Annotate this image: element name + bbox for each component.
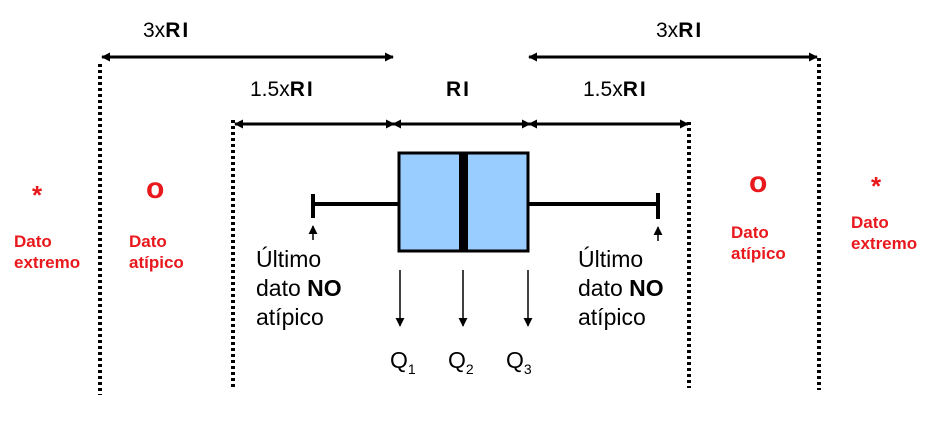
atypical-marker-left: o [146, 172, 165, 205]
label-q3: Q3 [506, 347, 532, 377]
label-3xri-right: 3xRI [656, 19, 704, 42]
label-extreme-right: Dato extremo [851, 212, 917, 254]
label-atypical-right: Dato atípico [731, 222, 786, 264]
label-last-left-line2: dato NO [256, 275, 342, 301]
label-3xri-left: 3xRI [143, 19, 191, 42]
label-last-right-line2: dato NO [578, 275, 664, 301]
label-extreme-right-line2: extremo [851, 234, 918, 253]
label-last-right-line3: atípico [578, 304, 646, 330]
label-ri-center: RI [446, 78, 471, 101]
label-extreme-left-line1: Dato [14, 232, 52, 251]
label-q2: Q2 [448, 347, 474, 377]
extreme-marker-right: * [871, 171, 882, 201]
median-bar [459, 153, 468, 251]
extreme-marker-left: * [32, 180, 43, 210]
label-atypical-left-line2: atípico [129, 253, 184, 272]
label-last-right-line1: Último [578, 246, 644, 272]
label-atypical-left: Dato atípico [129, 231, 184, 273]
label-extreme-left: Dato extremo [14, 231, 80, 273]
label-last-right: Último dato NO atípico [578, 245, 664, 332]
label-last-left-line3: atípico [256, 304, 324, 330]
label-1-5xri-left: 1.5xRI [250, 78, 315, 101]
label-atypical-left-line1: Dato [129, 232, 167, 251]
label-extreme-right-line1: Dato [851, 213, 889, 232]
label-atypical-right-line1: Dato [731, 223, 769, 242]
label-q1: Q1 [390, 347, 416, 377]
label-last-left-line1: Último [256, 246, 322, 272]
label-atypical-right-line2: atípico [731, 244, 786, 263]
label-1-5xri-right: 1.5xRI [583, 78, 648, 101]
atypical-marker-right: o [749, 166, 768, 199]
label-last-left: Último dato NO atípico [256, 245, 342, 332]
label-extreme-left-line2: extremo [14, 253, 81, 272]
